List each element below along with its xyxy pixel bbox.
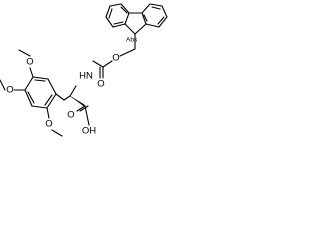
aryl-ring (24, 76, 57, 109)
amide-nh-label: HN (79, 71, 93, 82)
stereo-wedge-bond (69, 95, 87, 109)
carbamate-carbonyl-oxygen-label: O (97, 79, 104, 90)
amino-acid-backbone (55, 85, 90, 126)
acid-carbonyl-oxygen-label: O (67, 110, 74, 121)
molecule-diagram: Abs O O HN O OH O O O (0, 3, 168, 137)
fmoc-linker (92, 33, 136, 79)
acid-hydroxyl-label: OH (82, 126, 96, 137)
carbamate-oxygen-label: O (112, 53, 119, 64)
fluorene-five-ring (124, 12, 147, 35)
structure-canvas: Abs O O HN O OH O O O (0, 0, 186, 165)
fluorene-left-ring (105, 3, 130, 28)
fluorene-right-ring (141, 3, 168, 28)
methoxy-oxygen-middle-label: O (6, 85, 13, 96)
abs-stereo-label: Abs (126, 37, 138, 44)
methoxy-groups (0, 49, 63, 137)
methoxy-oxygen-bottom-label: O (45, 119, 52, 130)
methoxy-oxygen-top-label: O (26, 57, 33, 68)
